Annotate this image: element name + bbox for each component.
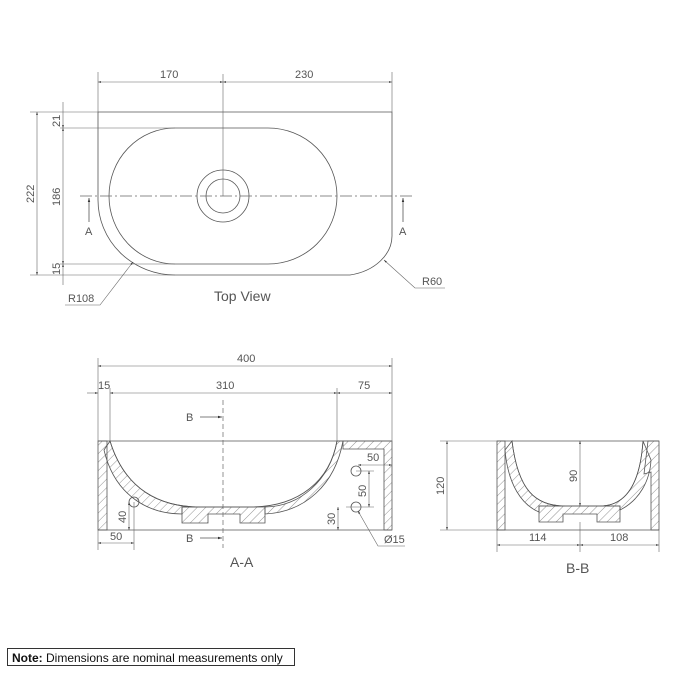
radius-r60: R60 — [422, 276, 442, 288]
note-label: Note: — [12, 651, 43, 665]
dim-hole-bottom-height: 30 — [326, 513, 338, 525]
section-marker-a-left: A — [85, 226, 93, 238]
left-wall — [97, 440, 108, 531]
dim-222: 222 — [25, 185, 37, 203]
dim-hole-left-offset: 50 — [110, 531, 122, 543]
section-marker-b-bottom: B — [186, 533, 193, 545]
dim-21: 21 — [51, 115, 63, 127]
dim-15: 15 — [98, 380, 110, 392]
section-bb-title: B-B — [566, 560, 589, 576]
section-marker-a-right: A — [399, 226, 407, 238]
dim-114: 114 — [529, 532, 547, 544]
section-a-a: 400 15 310 75 50 40 50 50 30 Ø15 B B A-A — [87, 353, 405, 570]
dim-75: 75 — [358, 380, 370, 392]
dim-310: 310 — [216, 380, 234, 392]
dim-hole-diameter: Ø15 — [384, 534, 405, 546]
dim-hole-right-offset: 50 — [367, 452, 379, 464]
dim-hole-left-height: 40 — [117, 511, 129, 523]
dim-hole-spacing: 50 — [357, 485, 369, 497]
dim-120: 120 — [435, 477, 447, 495]
dim-15: 15 — [51, 263, 63, 275]
dim-230: 230 — [295, 69, 313, 81]
note-box: Note: Dimensions are nominal measurement… — [7, 648, 295, 666]
top-view-title: Top View — [214, 288, 271, 304]
section-marker-b-top: B — [186, 412, 193, 424]
top-view: 170 230 222 21 186 15 A A R108 R60 Top V… — [25, 69, 445, 306]
bowl-shell — [103, 440, 201, 515]
drain-flange — [181, 506, 266, 524]
drain-flange — [538, 505, 621, 523]
bowl-shell — [504, 439, 566, 513]
dim-90: 90 — [568, 470, 580, 482]
dim-108: 108 — [610, 532, 628, 544]
section-b-b: 120 90 114 108 B-B — [435, 439, 660, 576]
note-text: Dimensions are nominal measurements only — [42, 651, 283, 665]
dim-186: 186 — [51, 188, 63, 206]
radius-r108: R108 — [68, 293, 94, 305]
bowl-outline — [108, 127, 338, 265]
dim-400: 400 — [237, 353, 255, 365]
left-wall — [496, 440, 506, 531]
section-aa-title: A-A — [230, 554, 254, 570]
dim-170: 170 — [160, 69, 178, 81]
